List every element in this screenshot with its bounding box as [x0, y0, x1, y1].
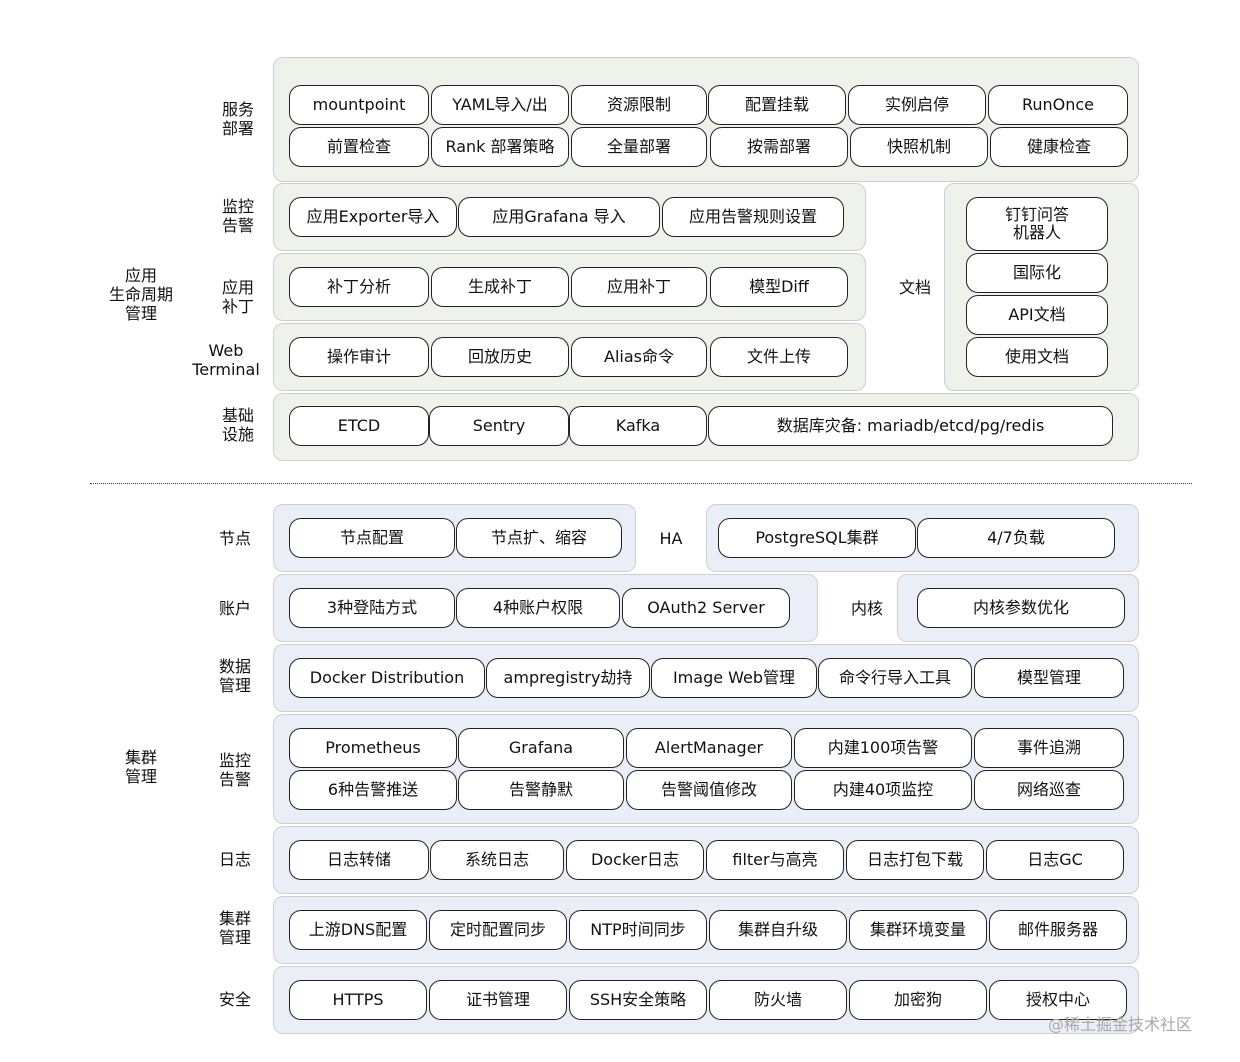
pill-api-docs[interactable]: API文档 [966, 295, 1108, 335]
group-label-lifecycle: 应用 生命周期 管理 [108, 265, 173, 323]
pill-snapshot[interactable]: 快照机制 [850, 127, 988, 167]
pill-dongle[interactable]: 加密狗 [849, 980, 987, 1020]
pill-app-exporter[interactable]: 应用Exporter导入 [289, 197, 457, 237]
pill-ssh-policy[interactable]: SSH安全策略 [569, 980, 707, 1020]
row-label-cluster-mgmt: 集群 管理 [218, 909, 251, 947]
pill-account-permissions[interactable]: 4种账户权限 [456, 588, 620, 628]
pill-system-log[interactable]: 系统日志 [430, 840, 564, 880]
pill-generate-patch[interactable]: 生成补丁 [431, 267, 569, 307]
pill-firewall[interactable]: 防火墙 [709, 980, 847, 1020]
pill-filter-highlight[interactable]: filter与高亮 [706, 840, 844, 880]
pill-mail-server[interactable]: 邮件服务器 [989, 910, 1127, 950]
pill-node-config[interactable]: 节点配置 [289, 518, 455, 558]
pill-https[interactable]: HTTPS [289, 980, 427, 1020]
row-label-docs: 文档 [898, 277, 931, 297]
pill-dingtalk-bot[interactable]: 钉钉问答 机器人 [966, 197, 1108, 251]
pill-log-dump[interactable]: 日志转储 [289, 840, 429, 880]
pill-pre-check[interactable]: 前置检查 [289, 127, 429, 167]
pill-login-methods[interactable]: 3种登陆方式 [289, 588, 455, 628]
pill-postgresql-cluster[interactable]: PostgreSQL集群 [718, 518, 916, 558]
pill-kernel-tuning[interactable]: 内核参数优化 [917, 588, 1125, 628]
pill-model-diff[interactable]: 模型Diff [710, 267, 848, 307]
pill-network-patrol[interactable]: 网络巡查 [974, 770, 1124, 810]
pill-sentry[interactable]: Sentry [429, 406, 569, 446]
pill-model-mgmt[interactable]: 模型管理 [974, 658, 1124, 698]
watermark: @稀土掘金技术社区 [1048, 1015, 1193, 1034]
pill-yaml-import-export[interactable]: YAML导入/出 [431, 85, 569, 125]
pill-builtin-100-alerts[interactable]: 内建100项告警 [794, 728, 972, 768]
pill-cluster-self-upgrade[interactable]: 集群自升级 [709, 910, 847, 950]
pill-i18n[interactable]: 国际化 [966, 253, 1108, 293]
row-label-infra: 基础 设施 [221, 406, 254, 444]
pill-usage-docs[interactable]: 使用文档 [966, 337, 1108, 377]
row-label-security: 安全 [218, 989, 251, 1009]
pill-cert-mgmt[interactable]: 证书管理 [429, 980, 567, 1020]
row-label-account: 账户 [218, 598, 251, 618]
pill-docker-distribution[interactable]: Docker Distribution [289, 658, 485, 698]
pill-log-gc[interactable]: 日志GC [986, 840, 1124, 880]
pill-apply-patch[interactable]: 应用补丁 [571, 267, 707, 307]
row-label-ha: HA [659, 528, 683, 548]
pill-ntp-sync[interactable]: NTP时间同步 [569, 910, 707, 950]
row-label-node: 节点 [218, 528, 251, 548]
pill-scheduled-config-sync[interactable]: 定时配置同步 [429, 910, 567, 950]
pill-alert-silence[interactable]: 告警静默 [458, 770, 624, 810]
row-label-data: 数据 管理 [218, 657, 251, 695]
pill-patch-analysis[interactable]: 补丁分析 [289, 267, 429, 307]
row-label-cluster-monitor: 监控 告警 [218, 751, 251, 789]
pill-image-web-mgmt[interactable]: Image Web管理 [651, 658, 817, 698]
pill-alertmanager[interactable]: AlertManager [626, 728, 792, 768]
pill-license-center[interactable]: 授权中心 [989, 980, 1127, 1020]
pill-on-demand-deploy[interactable]: 按需部署 [710, 127, 848, 167]
pill-event-tracing[interactable]: 事件追溯 [974, 728, 1124, 768]
pill-grafana[interactable]: Grafana [458, 728, 624, 768]
pill-kafka[interactable]: Kafka [569, 406, 707, 446]
row-label-deploy: 服务 部署 [221, 100, 254, 138]
row-label-log: 日志 [218, 849, 251, 869]
pill-node-scale[interactable]: 节点扩、缩容 [456, 518, 622, 558]
group-label-cluster: 集群 管理 [124, 748, 157, 786]
section-divider [90, 483, 1192, 484]
pill-alert-threshold[interactable]: 告警阈值修改 [626, 770, 792, 810]
pill-prometheus[interactable]: Prometheus [289, 728, 457, 768]
pill-config-mount[interactable]: 配置挂载 [708, 85, 846, 125]
pill-log-package-download[interactable]: 日志打包下载 [846, 840, 984, 880]
pill-cli-import-tool[interactable]: 命令行导入工具 [818, 658, 972, 698]
pill-upstream-dns[interactable]: 上游DNS配置 [289, 910, 427, 950]
pill-resource-limit[interactable]: 资源限制 [571, 85, 707, 125]
pill-load-4-7[interactable]: 4/7负载 [917, 518, 1115, 558]
pill-alert-push[interactable]: 6种告警推送 [289, 770, 457, 810]
row-label-kernel: 内核 [850, 598, 883, 618]
row-label-web-terminal: Web Terminal [192, 341, 260, 379]
pill-alias-command[interactable]: Alias命令 [571, 337, 707, 377]
pill-db-disaster-recovery[interactable]: 数据库灾备: mariadb/etcd/pg/redis [708, 406, 1113, 446]
pill-etcd[interactable]: ETCD [289, 406, 429, 446]
pill-app-alert-rules[interactable]: 应用告警规则设置 [662, 197, 844, 237]
pill-playback-history[interactable]: 回放历史 [431, 337, 569, 377]
row-label-patch: 应用 补丁 [221, 278, 254, 316]
pill-app-grafana[interactable]: 应用Grafana 导入 [458, 197, 660, 237]
pill-docker-log[interactable]: Docker日志 [566, 840, 704, 880]
pill-full-deploy[interactable]: 全量部署 [571, 127, 707, 167]
pill-mountpoint[interactable]: mountpoint [289, 85, 429, 125]
pill-rank-strategy[interactable]: Rank 部署策略 [431, 127, 569, 167]
pill-instance-start-stop[interactable]: 实例启停 [848, 85, 986, 125]
pill-operation-audit[interactable]: 操作审计 [289, 337, 429, 377]
pill-health-check[interactable]: 健康检查 [990, 127, 1128, 167]
pill-oauth2-server[interactable]: OAuth2 Server [622, 588, 790, 628]
pill-ampregistry-hijack[interactable]: ampregistry劫持 [486, 658, 650, 698]
pill-file-upload[interactable]: 文件上传 [710, 337, 848, 377]
pill-runonce[interactable]: RunOnce [988, 85, 1128, 125]
pill-builtin-40-monitors[interactable]: 内建40项监控 [794, 770, 972, 810]
row-label-app-monitor: 监控 告警 [221, 197, 254, 235]
pill-cluster-env-vars[interactable]: 集群环境变量 [849, 910, 987, 950]
